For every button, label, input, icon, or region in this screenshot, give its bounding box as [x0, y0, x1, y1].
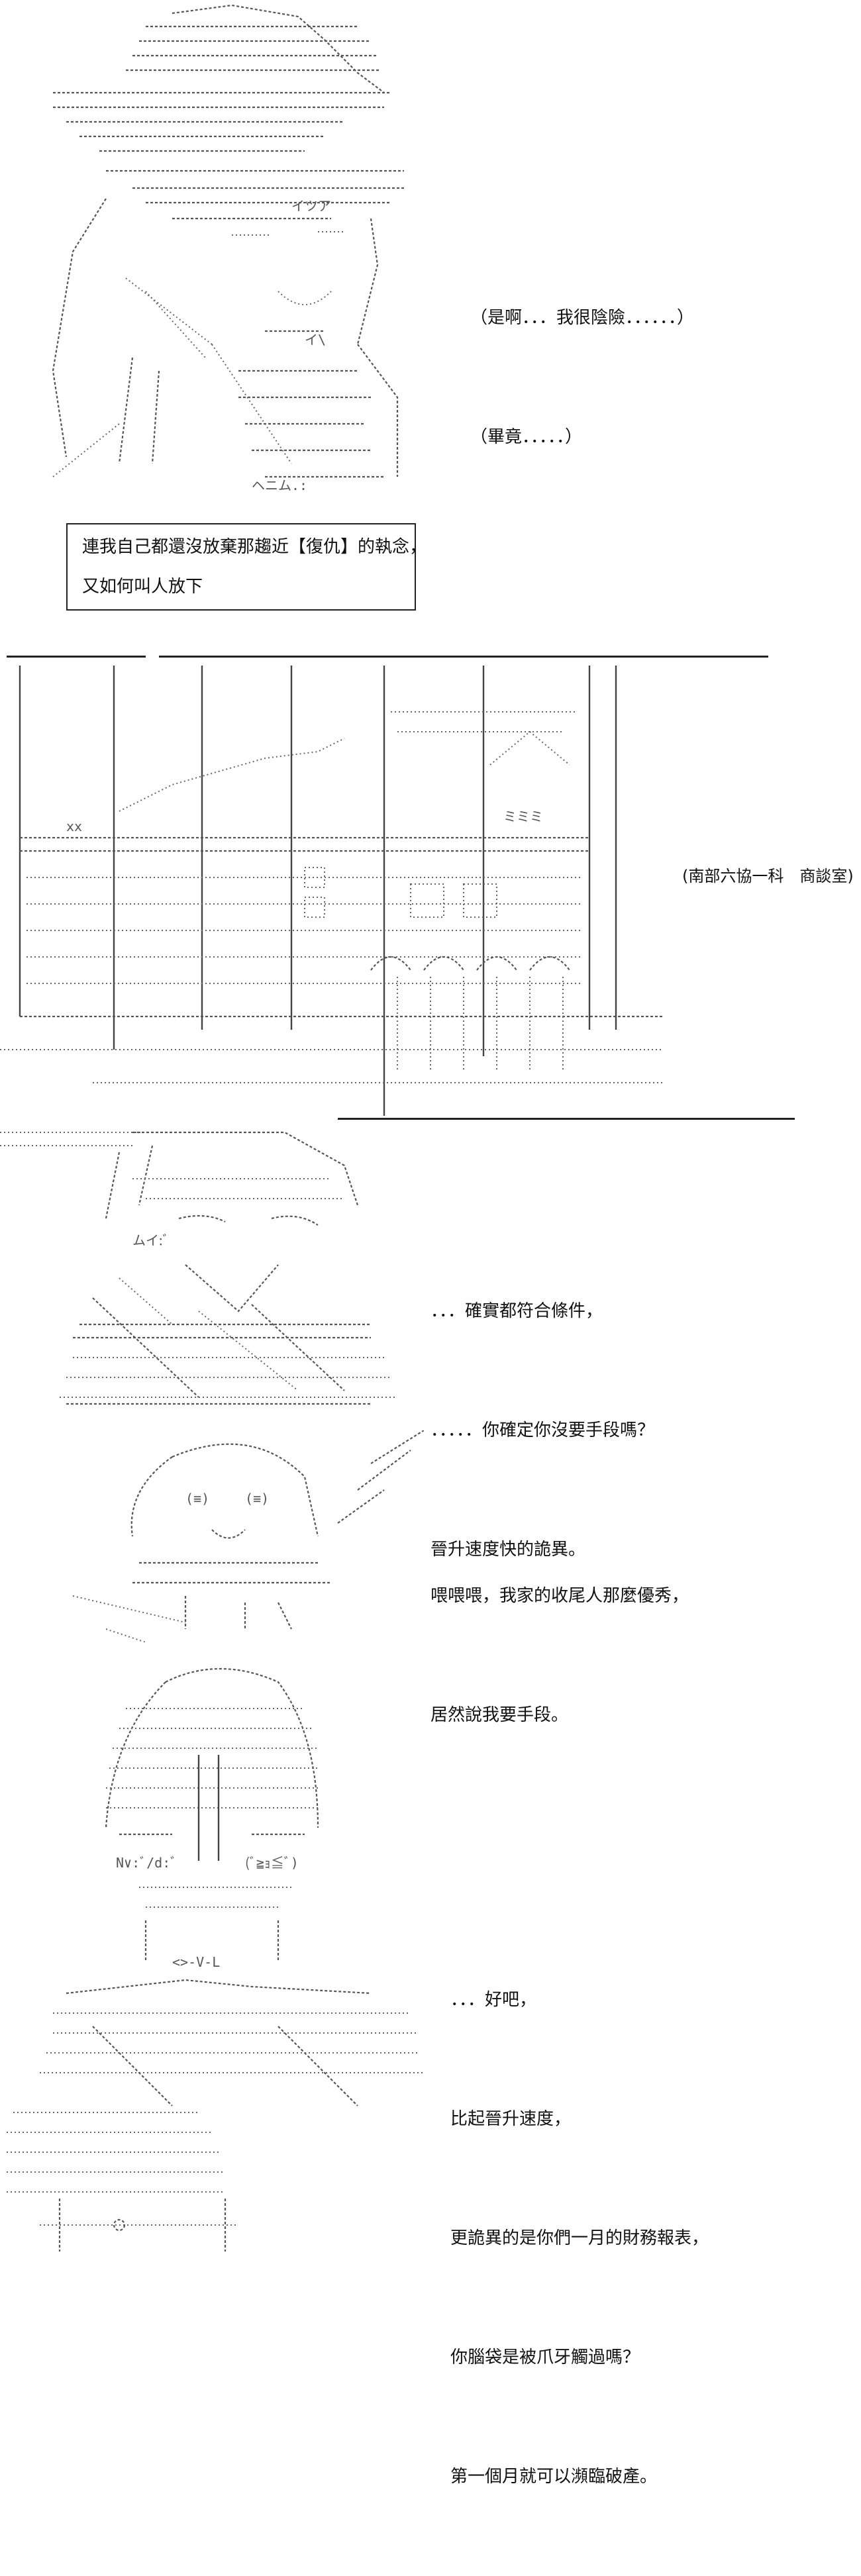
narration-line: 又如何叫人放下: [82, 577, 203, 597]
svg-text:<>-V-L: <>-V-L: [172, 1954, 220, 1970]
panel-1: イツア イ\ ヘニム.: （是啊．．．我很陰險．．．．．．） （畢竟．．．．．）…: [0, 0, 861, 611]
dialogue-line: 居然說我要手段。: [430, 1705, 569, 1725]
svg-text:イ\: イ\: [305, 332, 326, 348]
hat-character-art: イツア イ\ ヘニム.:: [13, 0, 424, 503]
panel-divider: [7, 656, 146, 658]
dialogue-line: 第一個月就可以瀕臨破產。: [450, 2467, 658, 2487]
dialogue-line: 比起晉升速度，: [450, 2109, 572, 2129]
dialogue-line: 更詭異的是你們一月的財務報表，: [450, 2228, 709, 2248]
panel-divider: [338, 1118, 795, 1120]
inner-monologue: （是啊．．．我很陰險．．．．．．） （畢竟．．．．．）: [470, 219, 694, 536]
panel-2: xx ミミミ (南部六協一科 商談室): [0, 659, 861, 1122]
narration-line: 連我自己都還沒放棄那趨近【復仇】的執念，: [82, 537, 427, 557]
seated-person-art: ムイ:ﾞ: [0, 1113, 411, 1417]
svg-text:ミミミ: ミミミ: [503, 809, 543, 824]
svg-text:N∨:ﾞ/d:ﾞ: N∨:ﾞ/d:ﾞ: [116, 1855, 177, 1871]
office-building-art: xx ミミミ: [0, 659, 662, 1116]
dialogue-block: 喂喂喂，我家的收尾人那麼優秀， 居然說我要手段。: [430, 1497, 689, 1814]
round-mascot-art: (≡) (≡): [53, 1430, 424, 1642]
svg-text:(≡): (≡): [185, 1491, 209, 1507]
svg-text:xx: xx: [66, 818, 82, 834]
svg-text:ヘニム.:: ヘニム.:: [252, 477, 307, 493]
narration-box: 連我自己都還沒放棄那趨近【復仇】的執念， 又如何叫人放下: [66, 523, 427, 611]
dialogue-line: （是啊．．．我很陰險．．．．．．）: [470, 308, 695, 328]
panel-5: N∨:ﾞ/d:ﾞ (ﾞ≧ｮ≦ﾞ) <>-V-L ．．．好吧， 比起晉升速度， 更詭…: [0, 1656, 861, 2487]
dialogue-line: 喂喂喂，我家的收尾人那麼優秀，: [430, 1586, 689, 1606]
dialogue-line: 晉升速度快的詭異。: [430, 1540, 586, 1560]
svg-text:イツア: イツア: [291, 198, 331, 214]
tall-hat-character-art: N∨:ﾞ/d:ﾞ (ﾞ≧ｮ≦ﾞ) <>-V-L: [0, 1656, 437, 2252]
dialogue-block: ．．．好吧， 比起晉升速度， 更詭異的是你們一月的財務報表， 你腦袋是被爪牙觸過…: [450, 1901, 709, 2576]
panel-4: (≡) (≡) 喂喂喂，我家的收尾人那麼優秀， 居然說我要手段。: [0, 1430, 861, 1725]
dialogue-line: ．．．好吧，: [450, 1990, 537, 2010]
svg-text:ムイ:ﾞ: ムイ:ﾞ: [132, 1232, 170, 1248]
panel-divider: [159, 656, 768, 658]
dialogue-line: ．．．確實都符合條件，: [430, 1301, 603, 1321]
svg-text:(≡): (≡): [245, 1491, 269, 1507]
svg-text:(ﾞ≧ｮ≦ﾞ): (ﾞ≧ｮ≦ﾞ): [245, 1855, 299, 1871]
dialogue-line: （畢竟．．．．．）: [470, 427, 583, 447]
dialogue-block: ．．．確實都符合條件， ．．．．．你確定你沒要手段嗎？ 晉升速度快的詭異。: [430, 1212, 654, 1649]
dialogue-line: ．．．．．你確定你沒要手段嗎？: [430, 1420, 655, 1440]
panel-3: ムイ:ﾞ ．．．確實都符合條件， ．．．．．你確定你沒要手段嗎？ 晉升速度快的詭…: [0, 1113, 861, 1560]
dialogue-line: 你腦袋是被爪牙觸過嗎？: [450, 2348, 640, 2367]
location-caption: (南部六協一科 商談室): [682, 867, 854, 885]
